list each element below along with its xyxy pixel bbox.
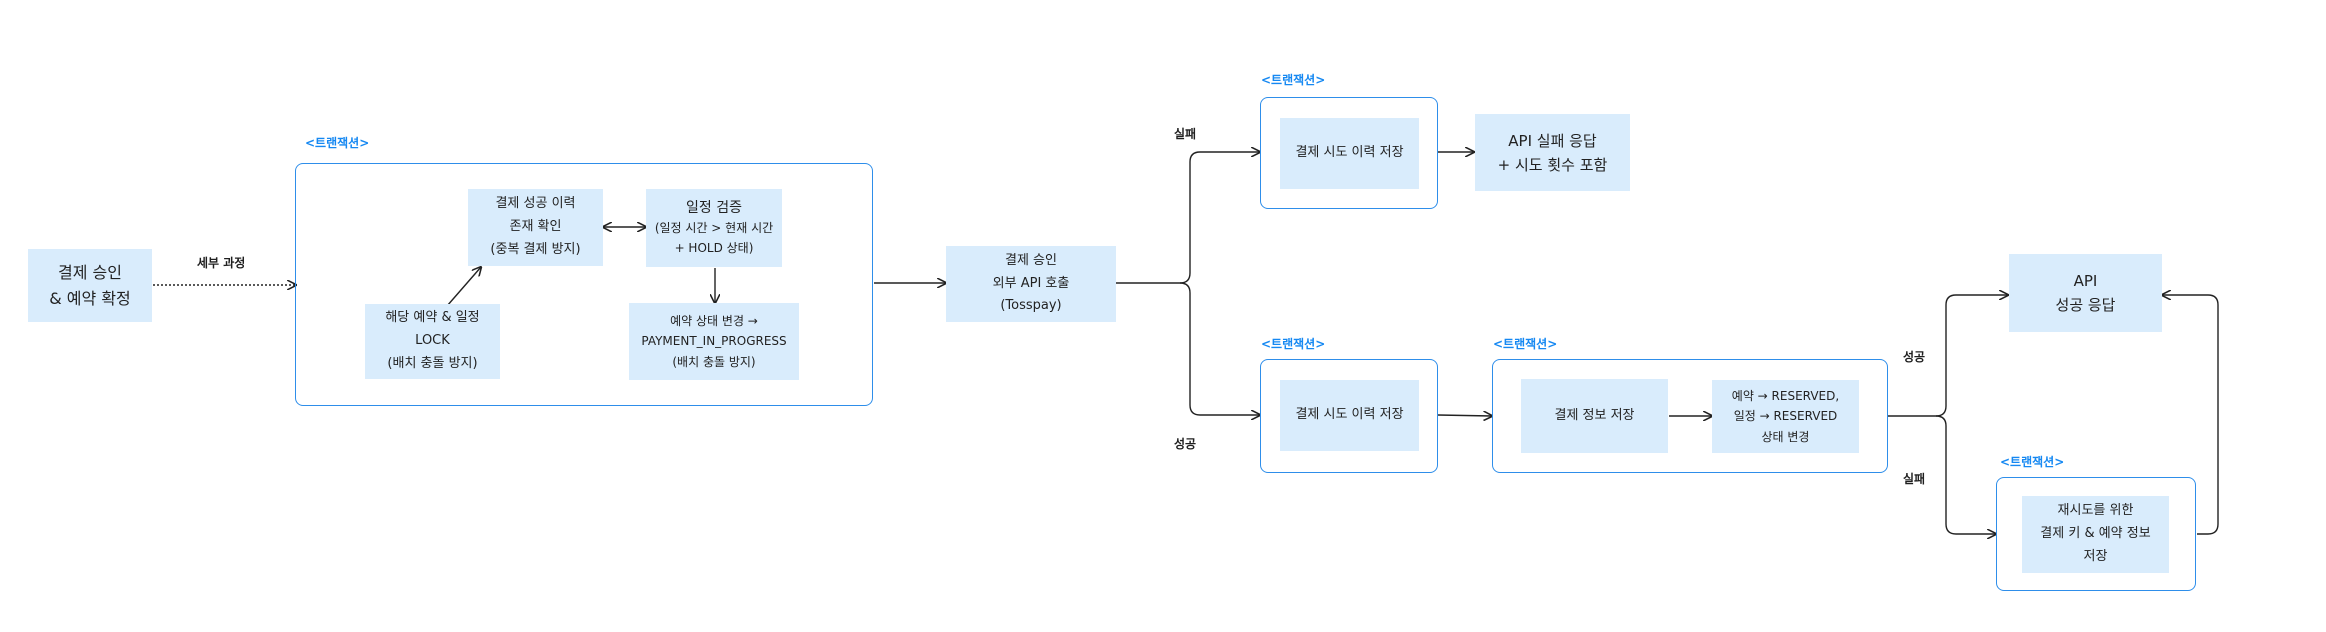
- retry-save-node: 재시도를 위한 결제 키 & 예약 정보 저장: [2022, 496, 2169, 573]
- transaction-frame-4: [1492, 359, 1888, 473]
- branch-success-bottom: [1179, 282, 1260, 415]
- transaction-frame-2: [1260, 97, 1438, 209]
- lock-node: 해당 예약 & 일정 LOCK (배치 충돌 방지): [365, 304, 500, 379]
- label-fail-right: 실패: [1903, 472, 1926, 486]
- save-attempt-success-node: 결제 시도 이력 저장: [1280, 380, 1419, 451]
- transaction-tag-3: <트랜잭션>: [1261, 337, 1326, 351]
- label-fail-top: 실패: [1174, 127, 1197, 141]
- status-change-node: 예약 상태 변경 → PAYMENT_IN_PROGRESS (배치 충돌 방지…: [629, 303, 799, 380]
- arrow-retry-to-success: [2162, 295, 2219, 535]
- approve-start-node: 결제 승인 & 예약 확정: [28, 249, 152, 322]
- external-api-node: 결제 승인 외부 API 호출 (Tosspay): [946, 246, 1116, 322]
- transaction-tag-5: <트랜잭션>: [2000, 455, 2065, 469]
- arrow-success-to-save-payment: [1437, 415, 1492, 416]
- label-success-bottom: 성공: [1174, 437, 1197, 451]
- api-success-node: API 성공 응답: [2009, 254, 2162, 332]
- validate-schedule-title: 일정 검증: [686, 200, 742, 216]
- validate-schedule-node: 일정 검증 (일정 시간 > 현재 시간 + HOLD 상태): [646, 189, 782, 267]
- arrow-lock-to-check: [446, 267, 481, 307]
- transaction-tag-4: <트랜잭션>: [1493, 337, 1558, 351]
- transaction-frame-3: [1260, 359, 1438, 473]
- api-fail-response-node: API 실패 응답 + 시도 횟수 포함: [1475, 114, 1630, 191]
- transaction-frame-5: [1996, 477, 2196, 591]
- label-detail-process: 세부 과정: [197, 256, 246, 270]
- branch-success-right: [1888, 295, 2008, 417]
- transaction-tag-2: <트랜잭션>: [1261, 73, 1326, 87]
- transaction-frame-1: [295, 163, 873, 406]
- label-success-right: 성공: [1903, 350, 1926, 364]
- save-attempt-fail-node: 결제 시도 이력 저장: [1280, 118, 1419, 189]
- transaction-tag-1: <트랜잭션>: [305, 136, 370, 150]
- branch-fail-top: [1115, 152, 1260, 284]
- save-payment-node: 결제 정보 저장: [1521, 379, 1668, 453]
- validate-schedule-detail: (일정 시간 > 현재 시간 + HOLD 상태): [654, 221, 774, 256]
- reserved-change-node: 예약 → RESERVED, 일정 → RESERVED 상태 변경: [1712, 380, 1859, 453]
- branch-fail-right: [1935, 415, 1996, 534]
- check-success-history-node: 결제 성공 이력 존재 확인 (중복 결제 방지): [468, 189, 603, 266]
